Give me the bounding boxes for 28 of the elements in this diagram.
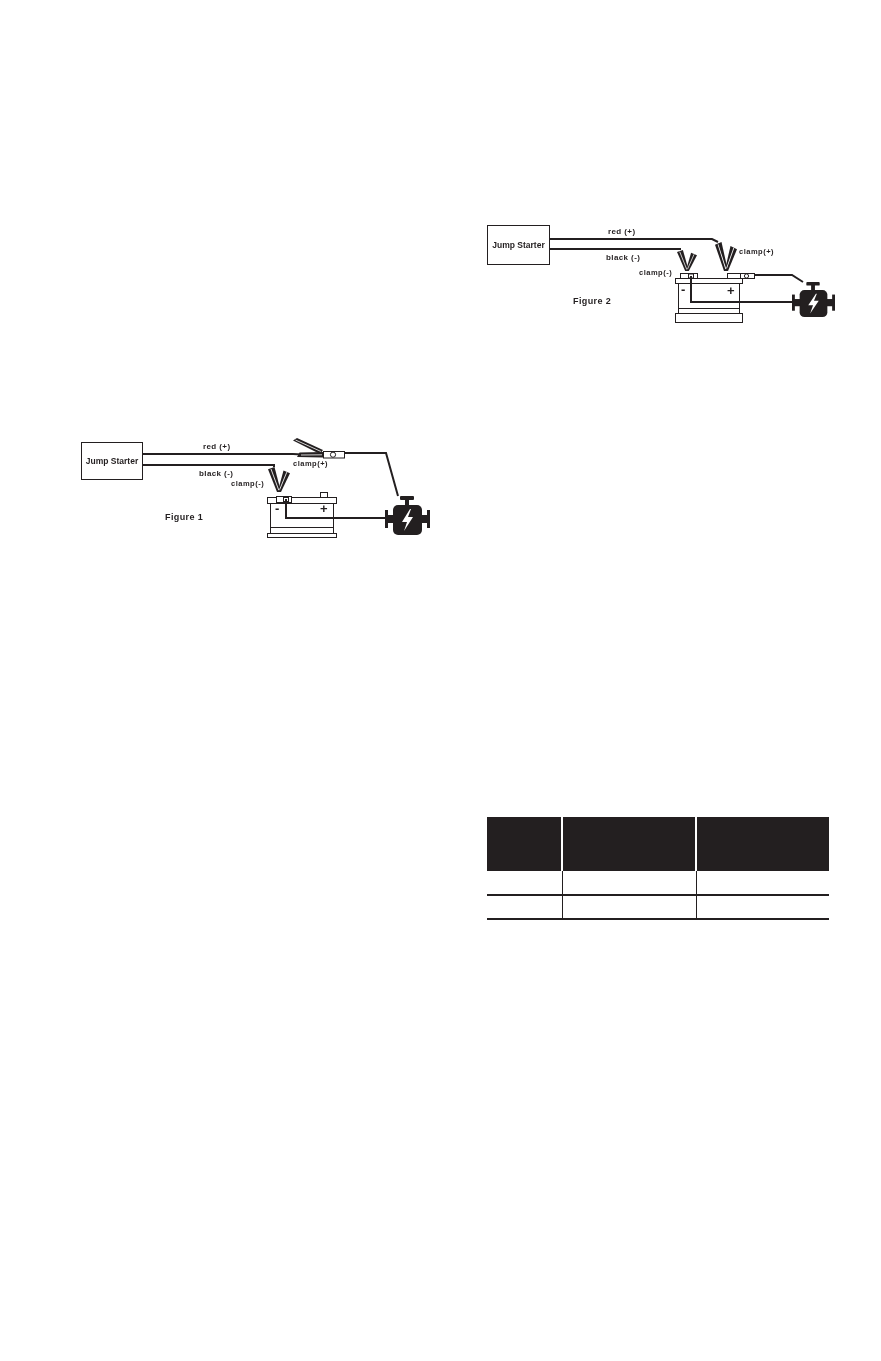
clamp-icon: [293, 438, 345, 459]
cable: [344, 452, 399, 497]
cable: [142, 464, 275, 468]
cable: [549, 248, 681, 251]
device-box: [81, 442, 143, 480]
clamp-icon: [715, 242, 737, 271]
figure-caption: Figure 1: [165, 512, 204, 523]
cable-label: red (+): [203, 442, 231, 452]
polarity-sign: -: [681, 285, 686, 294]
cable: [754, 274, 804, 283]
device-box: [487, 225, 550, 265]
engine-icon: [792, 282, 835, 317]
polarity-sign: +: [727, 286, 735, 295]
clamp-icon: [268, 467, 290, 492]
polarity-sign: -: [275, 505, 280, 513]
cable: [549, 238, 719, 243]
cable: [336, 517, 386, 519]
cable-label: black (-): [606, 253, 641, 263]
device-label: Jump Starter: [85, 456, 139, 466]
figure-caption: Figure 2: [573, 296, 612, 307]
cable-label: black (-): [199, 469, 234, 479]
device-label: Jump Starter: [492, 240, 545, 250]
polarity-sign: +: [320, 504, 328, 513]
clamp-icon: [677, 250, 697, 271]
cable: [142, 453, 294, 455]
cable: [754, 301, 793, 303]
engine-icon: [385, 496, 430, 535]
cable-label: red (+): [608, 227, 636, 237]
